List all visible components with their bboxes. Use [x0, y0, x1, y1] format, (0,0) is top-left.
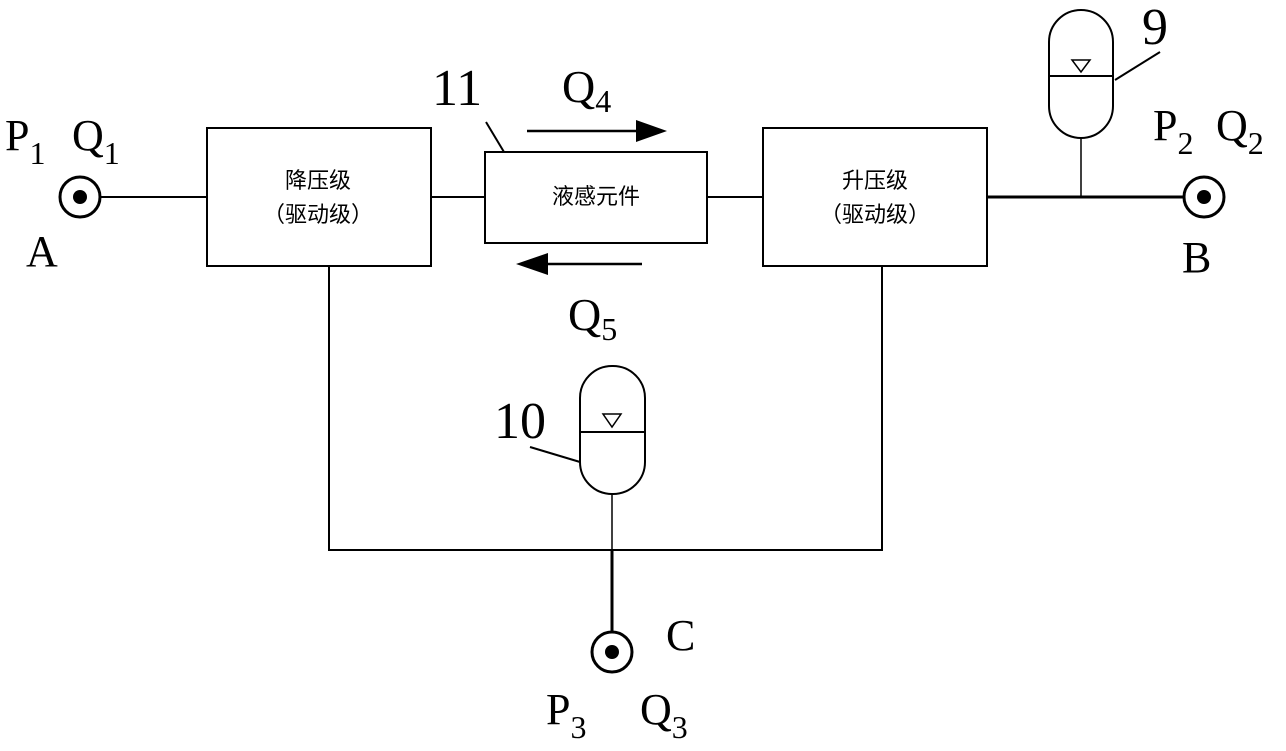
port-b-terminal	[1182, 175, 1226, 219]
flow-forward-label: Q4	[562, 61, 611, 119]
reducer-stage-sublabel: （驱动级）	[263, 203, 373, 228]
accumulator-10	[579, 365, 646, 495]
port-a-flow-label: Q1	[72, 111, 120, 171]
port-c-terminal	[590, 630, 634, 674]
callout-11-leader	[485, 121, 505, 153]
flow-reverse-arrow	[516, 253, 642, 275]
port-b-flow-label: Q2	[1216, 101, 1264, 161]
booster-stage-block	[762, 127, 988, 267]
accumulator-9	[1048, 9, 1114, 139]
port-c-pressure-label: P3	[546, 685, 586, 745]
booster-stage-label: 升压级	[842, 169, 908, 194]
flow-forward-arrow	[527, 120, 667, 142]
port-c-flow-label: Q3	[640, 685, 688, 745]
callout-10-leader	[529, 446, 581, 463]
flow-reverse-label: Q5	[568, 289, 617, 347]
port-a-terminal	[58, 175, 102, 219]
reducer-stage-block	[206, 127, 432, 267]
callout-10-number: 10	[494, 393, 546, 450]
port-a-pressure-label: P1	[5, 111, 45, 171]
port-a-letter: A	[26, 227, 58, 276]
callout-11-number: 11	[432, 60, 482, 117]
reducer-stage-label: 降压级	[285, 169, 351, 194]
port-c-letter: C	[666, 611, 695, 660]
booster-stage-sublabel: （驱动级）	[820, 203, 930, 228]
return-loop-pipe	[328, 266, 883, 551]
port-b-letter: B	[1182, 233, 1211, 282]
sensing-element-label: 液感元件	[552, 185, 640, 210]
port-b-pressure-label: P2	[1153, 101, 1193, 161]
callout-9-number: 9	[1142, 0, 1168, 56]
callout-9-leader	[1114, 51, 1161, 81]
